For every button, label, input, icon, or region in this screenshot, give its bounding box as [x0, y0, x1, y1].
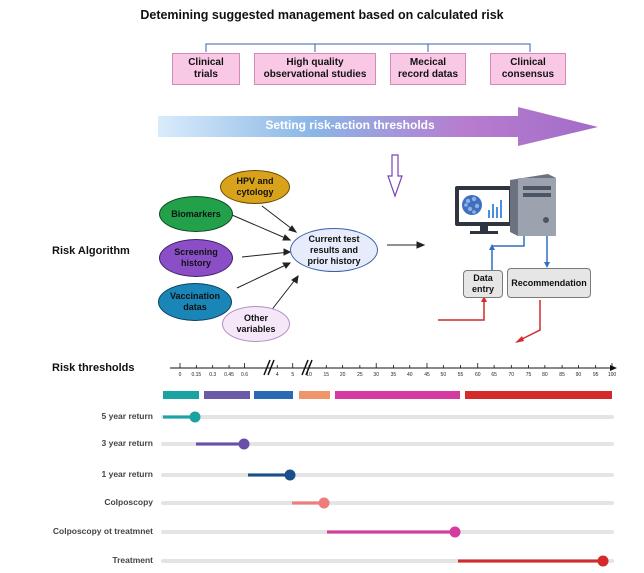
threshold-band: [163, 391, 199, 399]
threshold-band: [204, 391, 250, 399]
axis-tick-label: 45: [424, 372, 430, 378]
recommendation-box: Recommendation: [507, 268, 591, 298]
axis-tick-label: 0: [178, 372, 182, 378]
input-biomarkers: Biomarkers: [159, 196, 233, 232]
axis-tick-label: 95: [592, 372, 599, 378]
source-observational-studies: High quality observational studies: [254, 53, 376, 85]
axis-tick-label: 0.6: [241, 372, 249, 378]
threshold-band: [465, 391, 612, 399]
threshold-band: [299, 391, 330, 399]
threshold-band: [335, 391, 460, 399]
threshold-arrow-label: Setting risk-action thresholds: [265, 118, 435, 132]
row-endpoint: [238, 438, 250, 450]
axis-tick-label: 0.15: [191, 372, 202, 378]
axis-tick-label: 40: [406, 372, 413, 378]
input-vaccination-datas: Vaccination datas: [158, 283, 232, 321]
axis-tick-label: 65: [491, 372, 497, 378]
axis-tick-label: 30: [373, 372, 379, 378]
axis-tick-label: 100: [607, 372, 617, 378]
input-other-variables: Other variables: [222, 306, 290, 342]
row-endpoint: [284, 469, 296, 481]
source-clinical-consensus: Clinical consensus: [490, 53, 566, 85]
input-hpv-cytology: HPV and cytology: [220, 170, 290, 204]
axis-tick-label: 55: [457, 372, 464, 378]
source-medical-records: Mecical record datas: [390, 53, 466, 85]
row-endpoint: [189, 411, 201, 423]
axis-tick-label: 0.3: [209, 372, 217, 378]
axis-tick-label: 4: [275, 372, 279, 378]
threshold-band: [254, 391, 293, 399]
row-endpoint: [449, 526, 461, 538]
source-clinical-trials: Clinical trials: [172, 53, 240, 85]
computer-icon: [455, 174, 556, 236]
axis-tick-label: 25: [357, 372, 363, 378]
row-label: 3 year return: [101, 438, 154, 448]
risk-thresholds-label: Risk thresholds: [52, 362, 135, 374]
axis-tick-label: 80: [542, 372, 548, 378]
axis-tick-label: 10: [306, 372, 312, 378]
axis-tick-label: 20: [339, 372, 346, 378]
row-label: 1 year return: [101, 469, 154, 479]
current-test-results-node: Current test results and prior history: [290, 228, 378, 272]
risk-algorithm-label: Risk Algorithm: [52, 245, 130, 257]
row-label: Treatment: [112, 555, 153, 565]
row-endpoint: [318, 497, 330, 509]
row-endpoint: [597, 555, 609, 567]
threshold-arrow: [158, 107, 598, 146]
axis-tick-label: 5: [291, 372, 295, 378]
axis-tick-label: 90: [575, 372, 582, 378]
axis-tick-label: 70: [508, 372, 515, 378]
input-screening-history: Screening history: [159, 239, 233, 277]
data-entry-box: Data entry: [463, 270, 503, 298]
axis-tick-label: 75: [525, 372, 532, 378]
row-label: 5 year return: [101, 411, 154, 421]
axis-tick-label: 50: [440, 372, 447, 378]
axis-tick-label: 15: [323, 372, 330, 378]
diagram-title: Detemining suggested management based on…: [140, 8, 504, 22]
row-label: Colposcopy: [104, 497, 153, 507]
axis-tick-label: 60: [474, 372, 481, 378]
axis-tick-label: 0.45: [224, 372, 234, 378]
row-label: Colposcopy ot treatmnet: [52, 526, 153, 536]
axis-tick-label: 35: [390, 372, 397, 378]
down-arrow: [387, 154, 403, 198]
axis-tick-label: 85: [559, 372, 565, 378]
